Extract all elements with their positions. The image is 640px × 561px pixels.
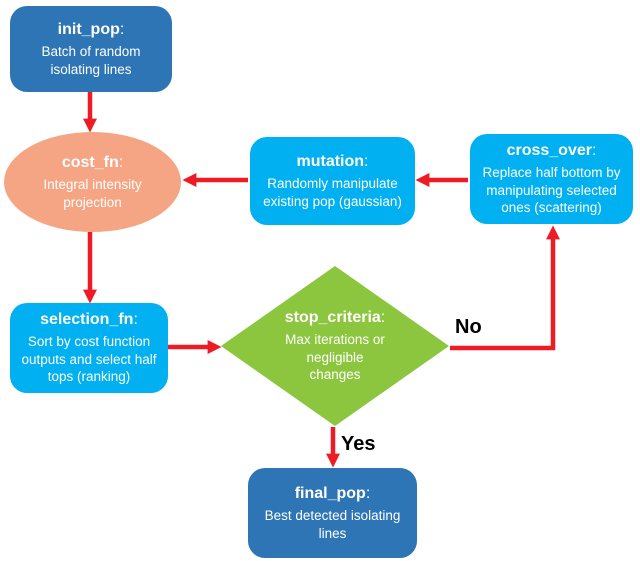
node-cost-fn: cost_fn: Integral intensity projection (4, 132, 181, 232)
node-title: cross_over: (506, 141, 597, 159)
colon: : (380, 308, 386, 326)
edge-label-yes: Yes (341, 433, 376, 455)
node-title: selection_fn: (40, 310, 138, 328)
edge-label-no: No (455, 316, 482, 338)
colon: : (118, 153, 124, 171)
node-description: Max iterations or negligible changes (285, 331, 385, 383)
colon: : (364, 152, 369, 170)
colon: : (591, 141, 597, 159)
node-title: init_pop: (57, 20, 125, 38)
node-description: Replace half bottom by manipulating sele… (482, 164, 621, 216)
node-description: Best detected isolating lines (264, 507, 401, 541)
node-description: Randomly manipulate existing pop (gaussi… (263, 175, 402, 209)
node-title: stop_criteria: (284, 308, 386, 326)
colon: : (365, 484, 371, 502)
node-description: Integral intensity projection (43, 176, 142, 210)
node-init-pop: init_pop: Batch of random isolating line… (10, 6, 172, 92)
node-mutation: mutation: Randomly manipulate existing p… (250, 137, 415, 225)
node-selection-fn: selection_fn: Sort by cost function outp… (10, 303, 168, 393)
node-title: cost_fn: (61, 153, 124, 171)
colon: : (133, 310, 138, 328)
node-title: mutation: (296, 152, 369, 170)
node-stop-criteria: stop_criteria: Max iterations or negligi… (221, 266, 449, 426)
node-description: Batch of random isolating lines (41, 43, 141, 77)
node-cross-over: cross_over: Replace half bottom by manip… (470, 134, 633, 224)
colon: : (119, 20, 125, 38)
node-title: final_pop: (294, 484, 371, 502)
node-final-pop: final_pop: Best detected isolating lines (248, 468, 417, 558)
node-description: Sort by cost function outputs and select… (21, 333, 157, 385)
